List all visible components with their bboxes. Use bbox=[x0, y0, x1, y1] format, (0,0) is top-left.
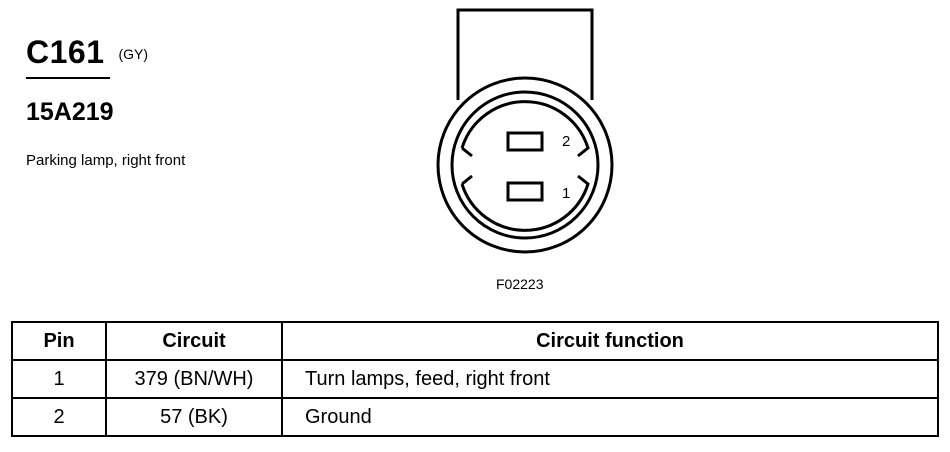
table-header-row: Pin Circuit Circuit function bbox=[11, 321, 939, 361]
connector-color: (GY) bbox=[118, 46, 149, 62]
pin-cell: 1 bbox=[11, 359, 107, 399]
connector-face-diagram: 2 1 bbox=[436, 8, 614, 254]
pin-table: Pin Circuit Circuit function 1 379 (BN/W… bbox=[11, 321, 939, 437]
connector-cavity-outline bbox=[460, 100, 590, 232]
header-pin: Pin bbox=[11, 321, 107, 361]
header-circuit: Circuit bbox=[105, 321, 283, 361]
pin-2-terminal bbox=[506, 131, 544, 152]
circuit-cell: 57 (BK) bbox=[105, 397, 283, 437]
table-row: 1 379 (BN/WH) Turn lamps, feed, right fr… bbox=[11, 359, 939, 399]
pin-label-1: 1 bbox=[562, 185, 570, 202]
header-circuit-function: Circuit function bbox=[281, 321, 939, 361]
connector-housing-outline bbox=[456, 8, 594, 100]
table-row: 2 57 (BK) Ground bbox=[11, 397, 939, 437]
connector-description: Parking lamp, right front bbox=[26, 152, 186, 169]
figure-code: F02223 bbox=[496, 276, 544, 292]
connector-header: C161 (GY) bbox=[26, 34, 148, 71]
pin-label-2: 2 bbox=[562, 133, 570, 150]
header-underline bbox=[26, 77, 110, 79]
function-cell: Turn lamps, feed, right front bbox=[281, 359, 939, 399]
pin-1-terminal bbox=[506, 181, 544, 202]
connector-id: C161 bbox=[26, 34, 105, 70]
connector-outer-ring bbox=[436, 76, 614, 254]
circuit-cell: 379 (BN/WH) bbox=[105, 359, 283, 399]
function-cell: Ground bbox=[281, 397, 939, 437]
part-number: 15A219 bbox=[26, 98, 114, 126]
connector-inner-ring bbox=[450, 90, 600, 240]
pin-cell: 2 bbox=[11, 397, 107, 437]
